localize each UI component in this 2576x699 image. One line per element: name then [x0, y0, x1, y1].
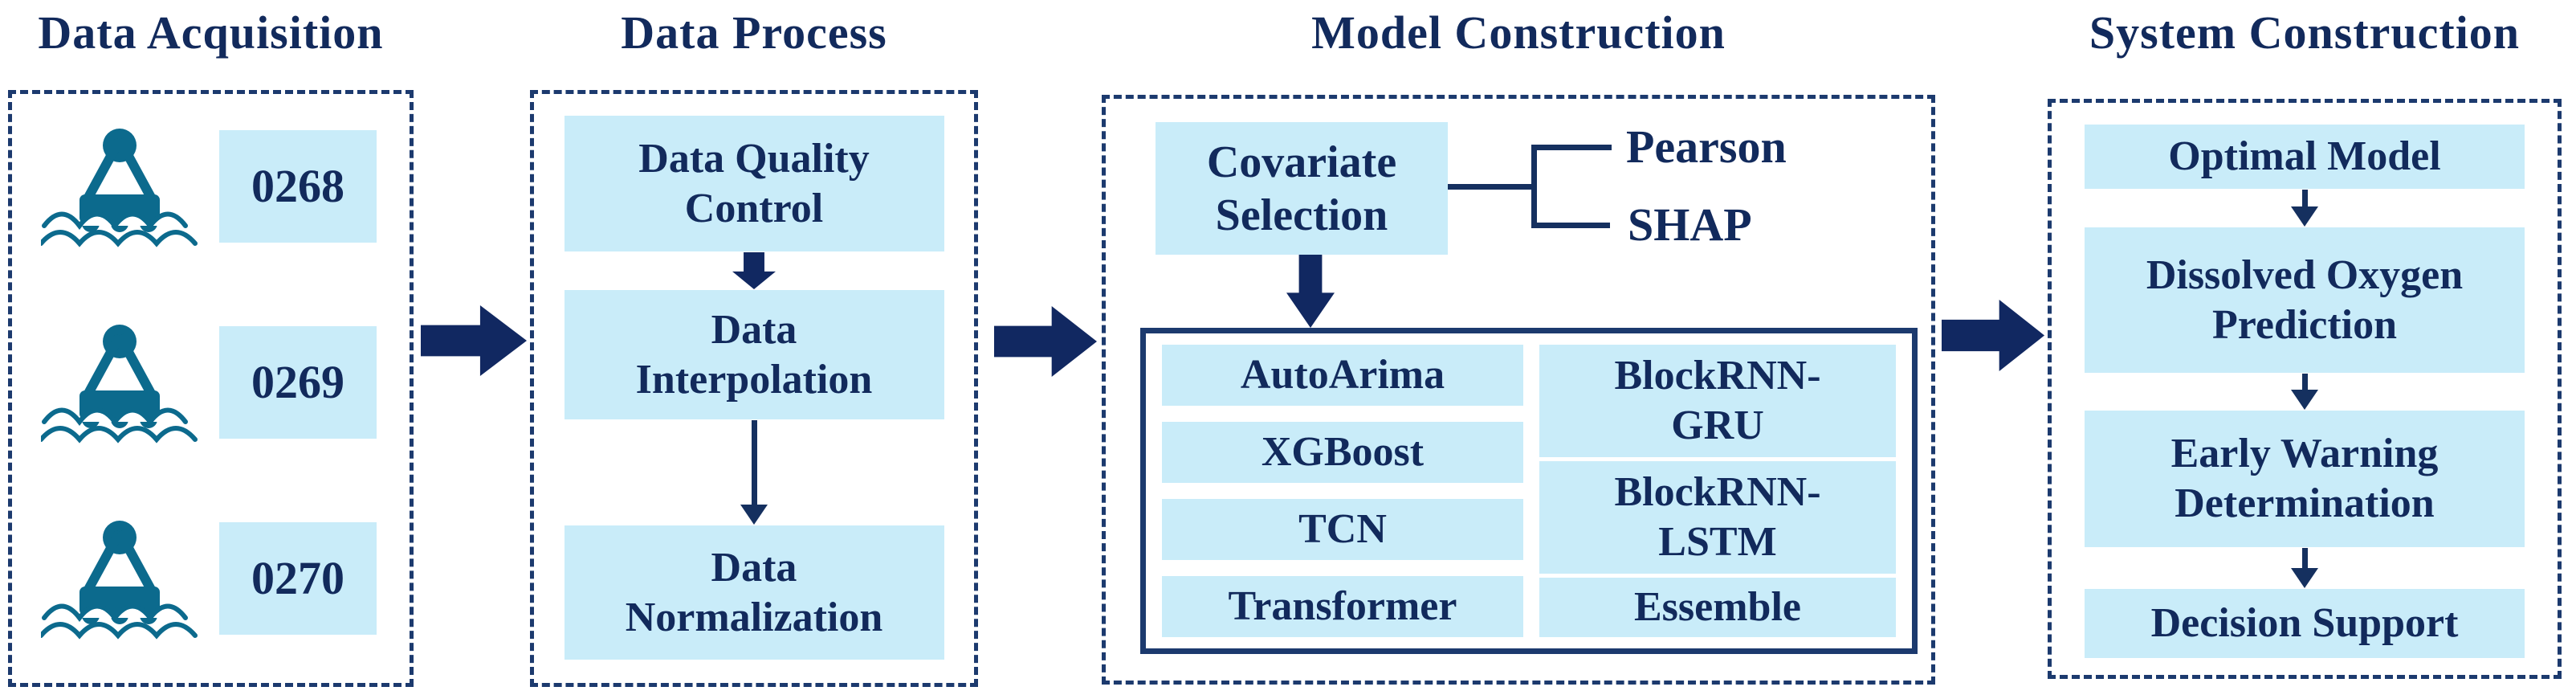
model-label: TCN: [1298, 506, 1387, 552]
covariate-selection-label: Covariate Selection: [1206, 137, 1397, 240]
method-pearson-label: Pearson: [1626, 121, 1787, 173]
model-label: BlockRNN- LSTM: [1614, 469, 1821, 565]
arrow-down-icon: [2291, 374, 2318, 410]
models-panel: AutoArima XGBoost TCN Transformer BlockR…: [1140, 328, 1918, 654]
title-data-process: Data Process: [621, 6, 887, 59]
bracket-branch-line: [1531, 223, 1610, 228]
model-box: BlockRNN- LSTM: [1539, 461, 1896, 574]
section-data-acquisition: 0268 0269: [8, 90, 414, 687]
section-system-construction: Optimal Model Dissolved Oxygen Predictio…: [2048, 99, 2562, 679]
buoy-icon: [41, 521, 198, 640]
section-model-construction: Covariate Selection Pearson SHAP AutoAri…: [1102, 95, 1935, 685]
model-label: Transformer: [1228, 583, 1457, 629]
process-step-box: Data Interpolation: [564, 290, 944, 419]
flow-arrow-right-icon: [1942, 300, 2044, 371]
model-box: TCN: [1162, 499, 1523, 560]
bracket-stem-line: [1448, 184, 1531, 190]
buoy-icon: [41, 129, 198, 247]
system-step-label: Optimal Model: [2168, 133, 2441, 179]
station-row: 0270: [12, 512, 410, 644]
arrow-down-icon: [2291, 548, 2318, 588]
station-id-box: 0269: [219, 325, 377, 439]
process-step-label: Data Normalization: [625, 544, 883, 640]
station-row: 0268: [12, 120, 410, 252]
system-step-box: Optimal Model: [2085, 125, 2525, 189]
bracket-vertical-line: [1531, 145, 1537, 228]
system-step-label: Early Warning Determination: [2170, 431, 2439, 526]
flow-arrow-right-icon: [994, 306, 1097, 377]
model-box: Transformer: [1162, 576, 1523, 637]
method-shap-label: SHAP: [1628, 198, 1752, 251]
section-data-process: Data Quality Control Data Interpolation …: [530, 90, 978, 687]
covariate-selection-box: Covariate Selection: [1156, 122, 1448, 255]
process-step-label: Data Quality Control: [638, 135, 870, 231]
models-column-right: BlockRNN- GRU BlockRNN- LSTM Essemble: [1539, 345, 1896, 637]
arrow-down-icon: [2291, 190, 2318, 227]
model-label: AutoArima: [1240, 352, 1445, 398]
model-label: Essemble: [1634, 584, 1801, 630]
station-id: 0270: [251, 552, 344, 604]
model-box: Essemble: [1539, 578, 1896, 637]
process-step-box: Data Normalization: [564, 525, 944, 660]
arrow-down-icon: [1286, 255, 1335, 328]
flow-arrow-right-icon: [421, 305, 527, 376]
station-id-box: 0268: [219, 129, 377, 243]
title-system-construction: System Construction: [2089, 6, 2521, 59]
title-data-acquisition: Data Acquisition: [38, 6, 384, 59]
station-id-box: 0270: [219, 521, 377, 635]
process-step-label: Data Interpolation: [635, 306, 873, 403]
model-label: BlockRNN- GRU: [1614, 353, 1821, 448]
system-step-label: Dissolved Oxygen Prediction: [2146, 251, 2464, 348]
buoy-icon: [41, 325, 198, 444]
station-id: 0269: [251, 356, 344, 408]
title-model-construction: Model Construction: [1311, 6, 1726, 59]
system-step-label: Decision Support: [2150, 600, 2459, 646]
model-box: XGBoost: [1162, 422, 1523, 483]
model-label: XGBoost: [1261, 429, 1425, 475]
system-step-box: Dissolved Oxygen Prediction: [2085, 227, 2525, 373]
model-box: AutoArima: [1162, 345, 1523, 406]
process-step-box: Data Quality Control: [564, 116, 944, 251]
arrow-down-icon: [732, 252, 776, 289]
model-box: BlockRNN- GRU: [1539, 345, 1896, 457]
system-step-box: Decision Support: [2085, 589, 2525, 658]
bracket-branch-line: [1531, 145, 1612, 150]
arrow-down-icon: [740, 420, 768, 525]
system-step-box: Early Warning Determination: [2085, 411, 2525, 547]
station-id: 0268: [251, 160, 344, 212]
station-row: 0269: [12, 316, 410, 448]
models-column-left: AutoArima XGBoost TCN Transformer: [1162, 345, 1523, 637]
